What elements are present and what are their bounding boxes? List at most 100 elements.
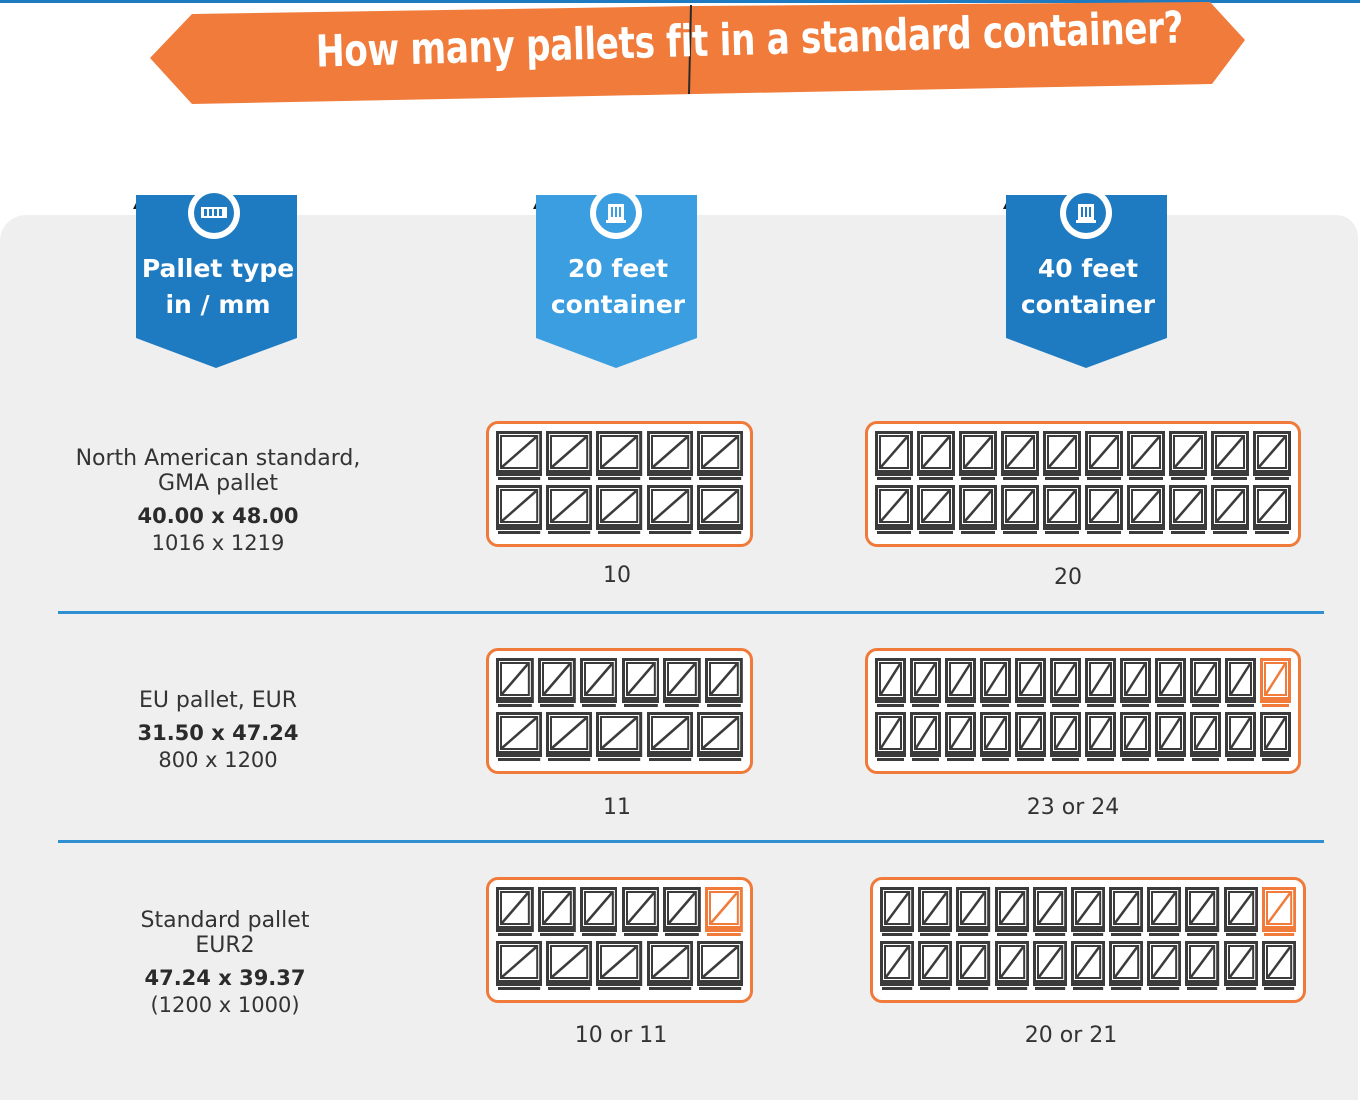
pallet-name: EU pallet, EUR (48, 688, 388, 713)
pallet-icon (646, 712, 693, 766)
pallet-count-40ft: 20 or 21 (1024, 1023, 1118, 1048)
optional-pallet-icon (705, 887, 743, 941)
pallet-icon (663, 887, 702, 941)
pallet-icon (496, 485, 543, 539)
row-label-eu-pallet: EU pallet, EUR 31.50 x 47.24 800 x 1200 (48, 688, 388, 772)
header-icon-ring (1060, 187, 1112, 239)
pallet-count-20ft: 10 or 11 (574, 1023, 668, 1048)
pallet-icon (579, 658, 618, 712)
pallet-icon (1015, 712, 1046, 766)
pallet-size-inches: 47.24 x 39.37 (144, 966, 306, 990)
pallet-icon (1085, 712, 1116, 766)
pallet-icon (596, 485, 643, 539)
pallet-icon (1120, 658, 1151, 712)
pallet-size-mm: (1200 x 1000) (150, 993, 300, 1017)
pallet-icon (945, 712, 976, 766)
pallet-icon (1085, 431, 1123, 485)
pallet-icon (546, 941, 593, 995)
pallet-icon (910, 712, 941, 766)
container-20ft-row1 (486, 421, 753, 547)
pallet-icon (696, 712, 743, 766)
pallet-icon (1043, 485, 1081, 539)
pallet-icon (696, 431, 743, 485)
pallet-icon (956, 887, 991, 941)
container-icon (1066, 193, 1106, 233)
pallet-icon (696, 941, 743, 995)
banner-shape (150, 2, 1245, 104)
header-icon-ring (188, 187, 240, 239)
pallet-name: Standard pallet EUR2 (55, 908, 395, 958)
pallet-icon (537, 887, 576, 941)
pallet-icon (1127, 431, 1165, 485)
pallet-icon (880, 941, 915, 995)
header-20ft-container: 20 feet container (533, 187, 703, 375)
pallet-count-40ft: 23 or 24 (1026, 795, 1120, 820)
pallet-icon (994, 887, 1029, 941)
header-flag (1003, 195, 1167, 368)
pallet-icon (1211, 485, 1249, 539)
pallet-icon (663, 658, 702, 712)
row-label-eur2: Standard pallet EUR2 47.24 x 39.37 (1200… (55, 908, 395, 1017)
pallet-icon (1050, 712, 1081, 766)
container-40ft-row1 (865, 421, 1301, 547)
top-accent-line (0, 0, 1360, 3)
pallet-name-line2: GMA pallet (158, 471, 278, 496)
pallet-size-mm: 1016 x 1219 (151, 531, 285, 555)
pallet-icon (1169, 485, 1207, 539)
row-divider (58, 611, 1324, 614)
header-pallet-type: Pallet type in / mm (133, 187, 303, 375)
pallet-icon (1085, 485, 1123, 539)
pallet-icon (1261, 941, 1296, 995)
pallet-icon (596, 941, 643, 995)
pallet-icon (496, 431, 543, 485)
header-label-line2: container (1020, 290, 1156, 319)
pallet-icon (1043, 431, 1081, 485)
pallet-icon (194, 193, 234, 233)
pallet-icon (918, 887, 953, 941)
pallet-icon (945, 658, 976, 712)
pallet-icon (496, 887, 534, 941)
pallet-icon (1155, 712, 1186, 766)
pallet-icon (956, 941, 991, 995)
pallet-name-line1: Standard pallet (140, 908, 310, 933)
pallet-icon (496, 941, 543, 995)
pallet-icon (980, 658, 1011, 712)
pallet-icon (537, 658, 576, 712)
pallet-icon (910, 658, 941, 712)
pallet-icon (1070, 941, 1106, 995)
pallet-icon (994, 941, 1029, 995)
pallet-size-inches: 40.00 x 48.00 (137, 504, 299, 528)
pallet-icon (1070, 887, 1106, 941)
pallet-icon (1260, 712, 1291, 766)
header-flag (133, 195, 297, 368)
header-label: Pallet type in / mm (136, 251, 300, 323)
header-40ft-container: 40 feet container (1003, 187, 1173, 375)
header-label-line1: Pallet type (141, 254, 295, 283)
pallet-icon (1190, 712, 1221, 766)
pallet-name: North American standard, GMA pallet (48, 446, 388, 496)
pallet-icon (1155, 658, 1186, 712)
pallet-icon (1169, 431, 1207, 485)
pallet-icon (496, 658, 534, 712)
pallet-icon (875, 485, 913, 539)
pallet-name-line2: EUR2 (195, 933, 255, 958)
pallet-icon (1147, 941, 1182, 995)
pallet-icon (1015, 658, 1046, 712)
header-icon-ring (590, 187, 642, 239)
pallet-icon (880, 887, 915, 941)
header-label-line1: 40 feet (1037, 254, 1139, 283)
row-divider (58, 840, 1324, 843)
container-icon (596, 193, 636, 233)
pallet-icon (1147, 887, 1182, 941)
container-20ft-row3 (486, 877, 753, 1003)
pallet-icon (1223, 887, 1258, 941)
pallet-icon (705, 658, 743, 712)
pallet-icon (546, 485, 593, 539)
pallet-count-20ft: 11 (603, 795, 631, 820)
pallet-icon (596, 431, 643, 485)
pallet-icon (1109, 887, 1144, 941)
pallet-icon (621, 658, 660, 712)
pallet-icon (917, 485, 955, 539)
pallet-icon (875, 658, 906, 712)
pallet-icon (646, 941, 693, 995)
